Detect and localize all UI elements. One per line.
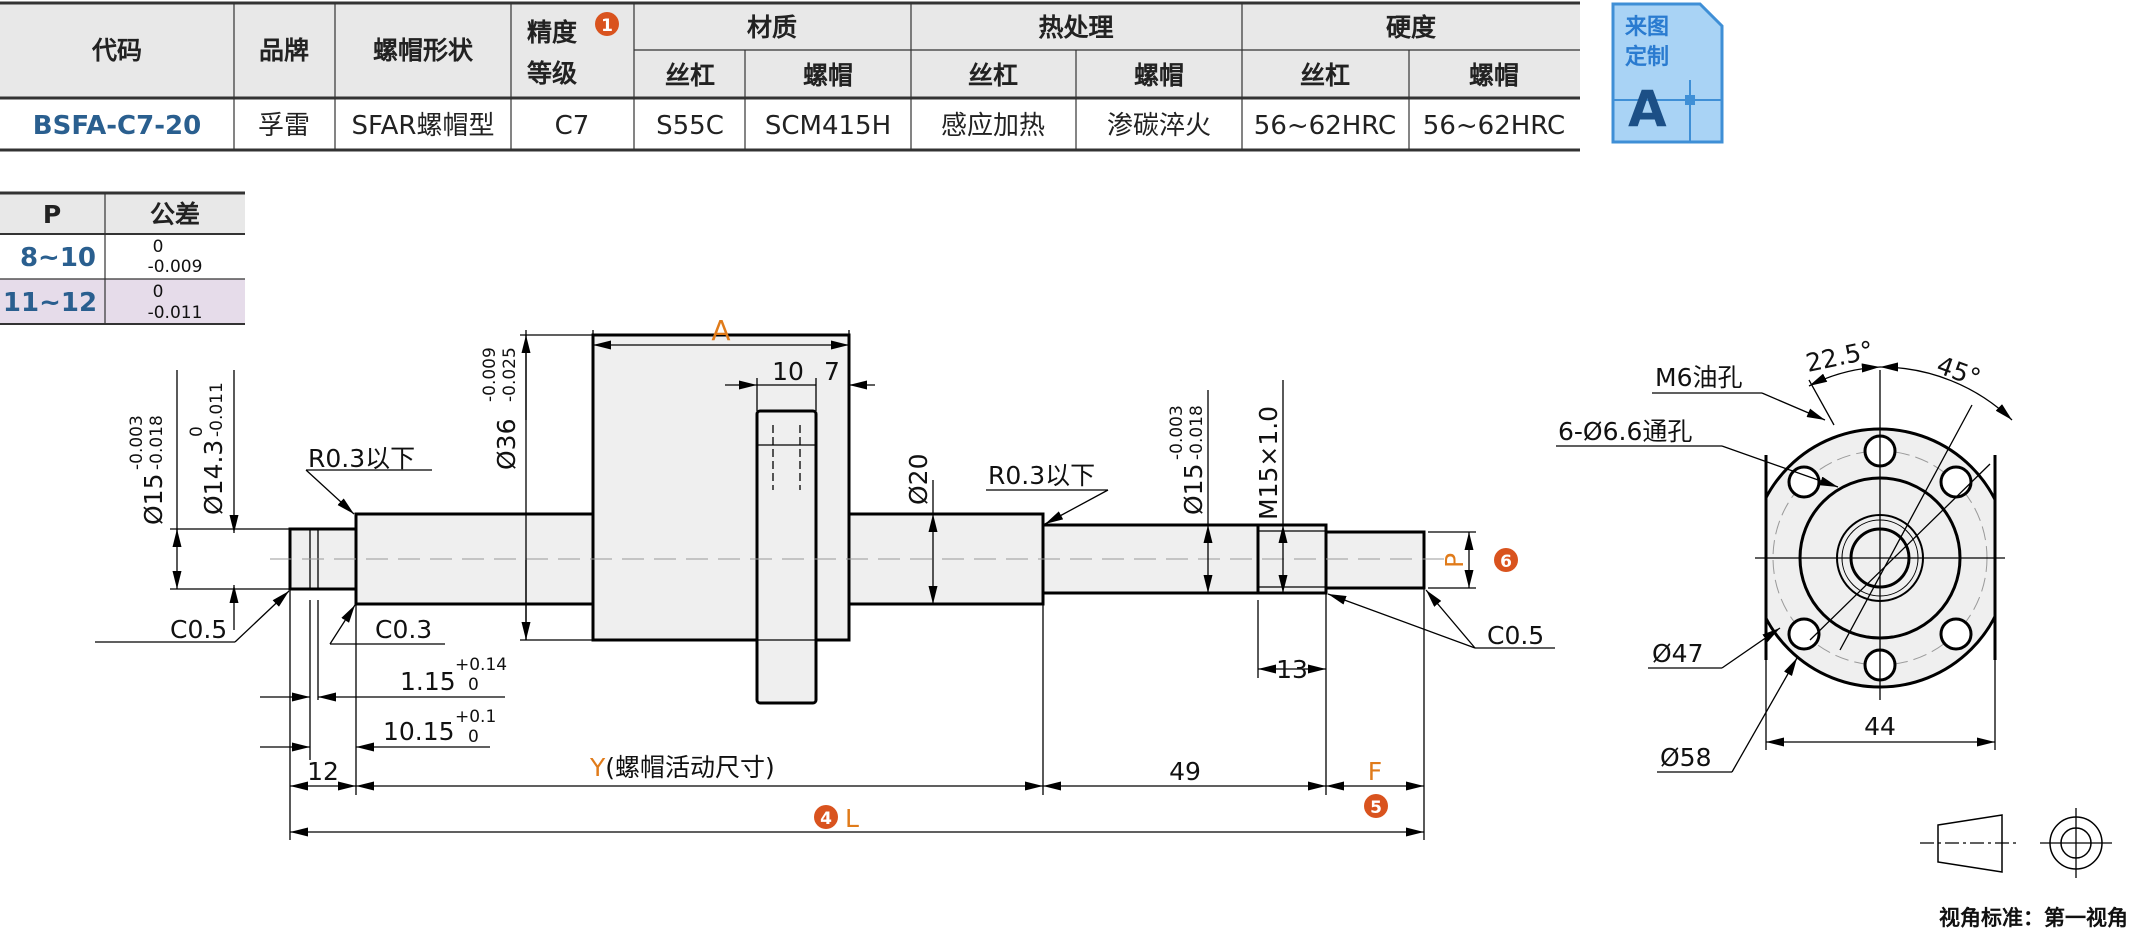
label-angle-22-5: 22.5° xyxy=(1803,335,1876,378)
badge-line2: 定制 xyxy=(1625,44,1669,70)
dim-d36-lower: -0.025 xyxy=(500,347,520,402)
tolerance-table: P 公差 8~10 0 -0.009 11~12 0 -0.011 xyxy=(0,191,245,325)
dim-y-label: Y xyxy=(589,753,606,782)
header-hard-nut: 螺帽 xyxy=(1469,61,1519,90)
header-heat: 热处理 xyxy=(1038,13,1113,42)
cell-mat-screw: S55C xyxy=(656,111,724,141)
dim-d36: Ø36 xyxy=(492,419,521,471)
dim-d47: Ø47 xyxy=(1652,639,1704,668)
dim-10: 10 xyxy=(772,357,804,386)
dim-d15-left: Ø15 xyxy=(139,474,168,526)
dim-12: 12 xyxy=(307,757,339,786)
header-mat-nut: 螺帽 xyxy=(803,61,853,90)
dim-d143: Ø14.3 xyxy=(199,440,228,515)
dim-a: A xyxy=(711,314,730,347)
label-oil-hole: M6油孔 xyxy=(1655,363,1742,392)
dim-d15-right-lower: -0.018 xyxy=(1187,405,1207,460)
tol-header-p: P xyxy=(43,200,61,229)
dim-49: 49 xyxy=(1169,757,1201,786)
dim-y-desc: (螺帽活动尺寸) xyxy=(605,753,775,782)
label-angle-45: 45° xyxy=(1933,350,1985,392)
dim-y: Y(螺帽活动尺寸) xyxy=(589,753,775,782)
view-standard-label: 视角标准：第一视角 xyxy=(1939,906,2128,930)
tol-header-tolerance: 公差 xyxy=(150,200,200,229)
dimension-lines xyxy=(95,330,1555,840)
first-angle-projection-icon: 视角标准：第一视角 xyxy=(1920,808,2128,930)
dim-d15-left-upper: -0.003 xyxy=(127,415,147,470)
header-hardness: 硬度 xyxy=(1386,13,1436,42)
header-code: 代码 xyxy=(91,36,142,65)
header-brand: 品牌 xyxy=(259,36,309,65)
tol-row-p: 11~12 xyxy=(3,288,97,318)
note-badge-5-text: 5 xyxy=(1370,798,1382,818)
label-c05-left: C0.5 xyxy=(170,615,227,644)
badge-line1: 来图 xyxy=(1624,15,1669,40)
label-c03: C0.3 xyxy=(375,615,432,644)
header-accuracy-grade: 等级 xyxy=(527,59,577,88)
dim-d58: Ø58 xyxy=(1660,743,1712,772)
badge-letter: A xyxy=(1628,80,1667,138)
header-material: 材质 xyxy=(747,13,797,42)
dim-13: 13 xyxy=(1276,655,1308,684)
spec-table: 代码 品牌 螺帽形状 精度 等级 1 材质 热处理 硬度 丝杠 螺帽 丝杠 螺帽… xyxy=(0,1,1580,152)
note-badge-4-text: 4 xyxy=(820,809,832,829)
dim-1-15-lower: 0 xyxy=(468,675,479,695)
tol-row-upper: 0 xyxy=(153,282,164,302)
dim-p: P xyxy=(1440,553,1469,568)
label-r03-left: R0.3以下 xyxy=(308,444,415,473)
note-badge-6-text: 6 xyxy=(1500,552,1512,572)
nut-end-view: M6油孔 6-Ø6.6通孔 22.5° 45° Ø47 Ø58 44 xyxy=(1556,335,2013,773)
cell-accuracy: C7 xyxy=(555,111,590,141)
dim-10-15: 10.15 xyxy=(383,717,455,746)
dim-d15-right-upper: -0.003 xyxy=(1167,405,1187,460)
tol-row-p: 8~10 xyxy=(20,243,96,273)
note-badge-6 xyxy=(1494,548,1518,572)
header-accuracy: 精度 xyxy=(527,18,577,47)
note-badge-1 xyxy=(595,12,619,36)
dim-1-15-upper: +0.14 xyxy=(455,655,507,675)
dim-l: L xyxy=(845,804,859,833)
dim-d143-upper: 0 xyxy=(187,426,207,437)
header-mat-screw: 丝杠 xyxy=(665,61,715,90)
cell-hard-nut: 56~62HRC xyxy=(1423,111,1565,141)
dim-7: 7 xyxy=(824,357,840,386)
dim-d36-upper: -0.009 xyxy=(480,347,500,402)
tol-row-upper: 0 xyxy=(153,237,164,257)
header-heat-nut: 螺帽 xyxy=(1134,61,1184,90)
dim-10-15-lower: 0 xyxy=(468,727,479,747)
cell-heat-nut: 渗碳淬火 xyxy=(1107,111,1211,141)
dim-44: 44 xyxy=(1864,712,1896,741)
label-r03-right: R0.3以下 xyxy=(988,461,1095,490)
cell-hard-screw: 56~62HRC xyxy=(1254,111,1396,141)
cell-mat-nut: SCM415H xyxy=(765,111,891,141)
header-nut-shape: 螺帽形状 xyxy=(373,36,474,65)
cell-heat-screw: 感应加热 xyxy=(941,111,1045,141)
dim-d20: Ø20 xyxy=(904,454,933,506)
dim-d15-left-lower: -0.018 xyxy=(147,415,167,470)
tol-row-lower: -0.011 xyxy=(148,303,203,323)
header-hard-screw: 丝杠 xyxy=(1300,61,1350,90)
cell-nut-shape: SFAR螺帽型 xyxy=(352,111,495,141)
cell-brand: 孚雷 xyxy=(258,111,310,141)
header-heat-screw: 丝杠 xyxy=(968,61,1018,90)
note-badge-4 xyxy=(814,805,838,829)
dim-d15-right: Ø15 xyxy=(1179,464,1208,516)
dim-d143-lower: -0.011 xyxy=(207,382,227,437)
tol-row-lower: -0.009 xyxy=(148,257,203,277)
nut-flange xyxy=(755,409,818,705)
dim-10-15-upper: +0.1 xyxy=(455,707,496,727)
product-code: BSFA-C7-20 xyxy=(33,111,201,141)
custom-drawing-badge[interactable]: 来图 定制 A xyxy=(1611,2,1724,144)
label-c05-right: C0.5 xyxy=(1487,621,1544,650)
dimension-labels: Ø15-0.003-0.018 Ø14.30-0.011 R0.3以下 C0.5… xyxy=(127,314,1544,833)
dim-f: F xyxy=(1368,757,1382,786)
note-badge-1-text: 1 xyxy=(601,16,613,36)
ball-screw-side-view xyxy=(270,333,1450,705)
note-badge-5 xyxy=(1364,794,1388,818)
label-through-holes: 6-Ø6.6通孔 xyxy=(1558,417,1692,446)
dim-1-15: 1.15 xyxy=(400,667,456,696)
dim-m15: M15×1.0 xyxy=(1254,406,1283,520)
